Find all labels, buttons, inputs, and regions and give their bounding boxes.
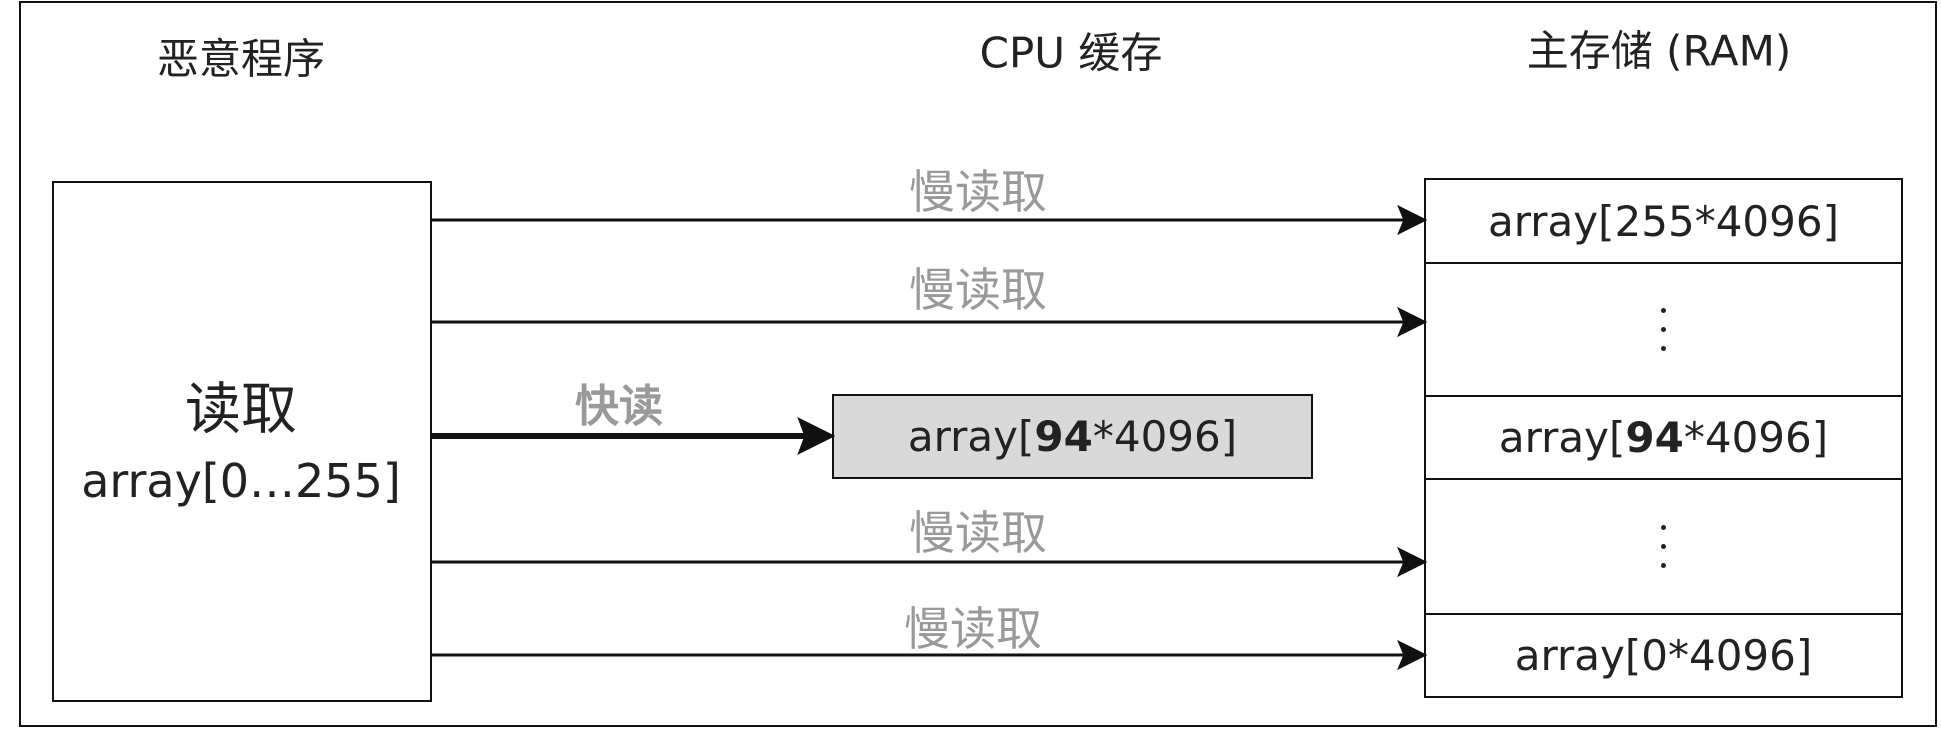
arrowhead-icon	[1397, 204, 1428, 236]
malware-program-box	[52, 181, 432, 702]
ellipsis-icon	[1661, 308, 1666, 351]
header-ram: 主存储 (RAM)	[1526, 26, 1792, 76]
ram-94-prefix: array[	[1498, 413, 1626, 462]
program-target: array[0…255]	[81, 454, 401, 508]
slow-read-label-1: 慢读取	[909, 165, 1047, 219]
ram-cell-255-label: array[255*4096]	[1488, 196, 1839, 246]
ram-cell-94: array[94*4096]	[1424, 395, 1903, 480]
ram-94-suffix: *4096]	[1683, 413, 1829, 462]
cache-index: 94	[1034, 412, 1093, 461]
header-malware: 恶意程序	[156, 34, 326, 84]
ram-cell-0: array[0*4096]	[1424, 613, 1903, 698]
program-action: 读取	[185, 377, 297, 443]
slow-read-label-4: 慢读取	[904, 602, 1042, 656]
cache-suffix: *4096]	[1092, 412, 1238, 461]
arrowhead-icon	[1397, 546, 1428, 578]
cache-entry: array[94*4096]	[832, 394, 1313, 479]
fast-read-label: 快读	[575, 381, 663, 432]
ram-94-index: 94	[1625, 413, 1684, 462]
slow-read-label-2: 慢读取	[909, 263, 1047, 317]
ram-cell-255: array[255*4096]	[1424, 178, 1903, 264]
ellipsis-icon	[1661, 525, 1666, 568]
arrowhead-icon	[797, 416, 836, 456]
arrowhead-icon	[1397, 306, 1428, 338]
diagram-frame	[19, 1, 1937, 727]
ram-cell-0-label: array[0*4096]	[1514, 631, 1813, 680]
arrowhead-icon	[1397, 639, 1428, 671]
slow-read-label-3: 慢读取	[909, 506, 1047, 560]
cache-prefix: array[	[907, 412, 1035, 461]
header-cpu-cache: CPU 缓存	[979, 28, 1163, 78]
